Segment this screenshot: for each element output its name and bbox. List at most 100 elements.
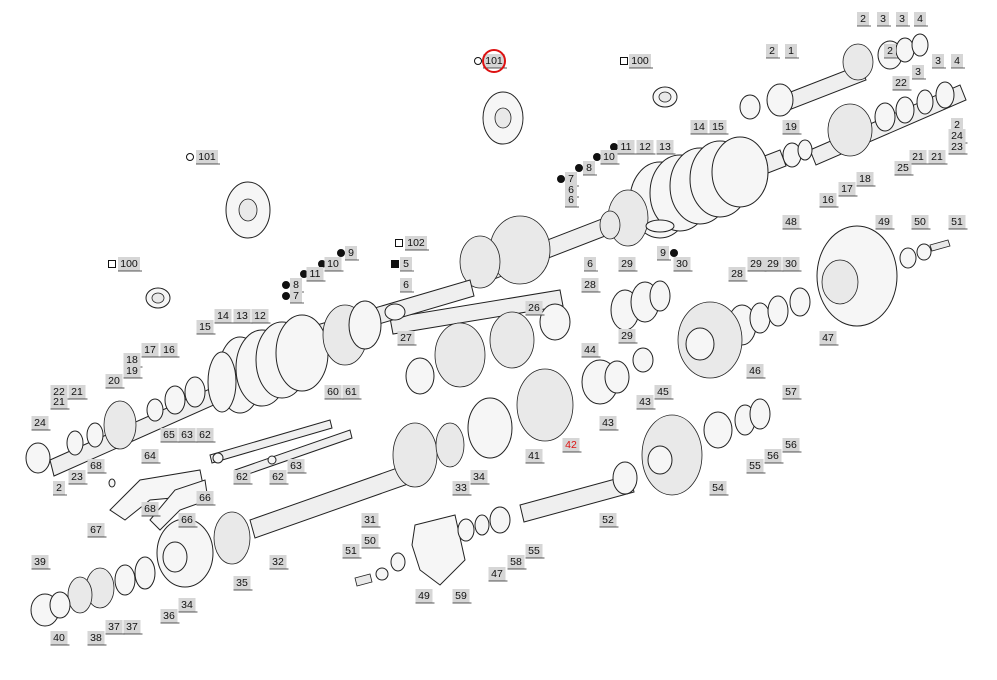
part-label-14: 14 bbox=[690, 120, 710, 135]
label-text: 46 bbox=[749, 365, 761, 377]
part-label-35: 35 bbox=[233, 576, 253, 591]
part-label-4: 4 bbox=[914, 12, 928, 27]
label-box bbox=[118, 257, 140, 271]
label-text: 40 bbox=[53, 632, 65, 644]
label-box bbox=[856, 172, 874, 186]
part-label-100: 100 bbox=[118, 257, 142, 272]
label-text: 66 bbox=[181, 514, 193, 526]
part-label-65: 65 bbox=[160, 428, 180, 443]
label-box bbox=[123, 353, 141, 367]
part-label-2: 2 bbox=[53, 481, 67, 496]
label-text: 9 bbox=[348, 247, 354, 259]
label-box bbox=[709, 481, 727, 495]
center-cluster bbox=[389, 289, 630, 459]
label-text: 34 bbox=[473, 471, 485, 483]
part-label-13: 13 bbox=[233, 309, 253, 324]
label-box bbox=[123, 620, 141, 634]
label-box bbox=[196, 320, 214, 334]
part-label-21: 21 bbox=[68, 385, 88, 400]
label-box bbox=[196, 428, 214, 442]
label-text: 7 bbox=[568, 173, 574, 185]
label-text: 45 bbox=[657, 386, 669, 398]
label-box bbox=[911, 215, 929, 229]
label-text: 3 bbox=[915, 66, 921, 78]
circle-filled-marker bbox=[610, 143, 618, 151]
label-text: 52 bbox=[602, 514, 614, 526]
label-box bbox=[909, 150, 927, 164]
label-text: 55 bbox=[528, 545, 540, 557]
main-shaft-31 bbox=[156, 422, 465, 588]
middle-right-gears bbox=[610, 280, 811, 379]
part-label-37: 37 bbox=[105, 620, 125, 635]
label-text: 49 bbox=[418, 590, 430, 602]
part-label-9: 9 bbox=[657, 246, 671, 261]
part-label-34: 34 bbox=[470, 470, 490, 485]
label-text: 68 bbox=[144, 503, 156, 515]
label-box bbox=[599, 416, 617, 430]
label-text: 27 bbox=[400, 332, 412, 344]
part-label-30: 30 bbox=[782, 257, 802, 272]
label-text: 24 bbox=[951, 130, 963, 142]
label-box bbox=[31, 555, 49, 569]
part-label-30: 30 bbox=[673, 257, 693, 272]
label-text: 54 bbox=[712, 482, 724, 494]
label-box bbox=[87, 631, 105, 645]
label-box bbox=[68, 385, 86, 399]
part-label-56: 56 bbox=[782, 438, 802, 453]
label-text: 38 bbox=[90, 632, 102, 644]
label-box bbox=[87, 459, 105, 473]
part-label-17: 17 bbox=[838, 182, 858, 197]
label-text: 44 bbox=[584, 344, 596, 356]
label-text: 2 bbox=[56, 482, 62, 494]
label-text: 8 bbox=[586, 162, 592, 174]
label-box bbox=[361, 513, 379, 527]
label-text: 55 bbox=[749, 460, 761, 472]
label-box bbox=[141, 502, 159, 516]
part-label-37: 37 bbox=[123, 620, 143, 635]
circle-filled-marker bbox=[557, 175, 565, 183]
label-box bbox=[196, 150, 218, 164]
label-text: 2 bbox=[769, 45, 775, 57]
label-text: 50 bbox=[914, 216, 926, 228]
highlight-circle bbox=[482, 49, 506, 73]
label-text: 49 bbox=[878, 216, 890, 228]
label-text: 51 bbox=[345, 545, 357, 557]
part-label-57: 57 bbox=[782, 385, 802, 400]
label-text: 47 bbox=[822, 332, 834, 344]
label-text: 14 bbox=[693, 121, 705, 133]
part-label-10: 10 bbox=[600, 150, 620, 165]
label-text: 15 bbox=[712, 121, 724, 133]
label-box bbox=[884, 44, 896, 58]
label-text: 9 bbox=[660, 247, 666, 259]
part-label-66: 66 bbox=[196, 491, 216, 506]
part-label-45: 45 bbox=[654, 385, 674, 400]
part-label-52: 52 bbox=[599, 513, 619, 528]
part-label-2: 2 bbox=[857, 12, 871, 27]
label-text: 62 bbox=[236, 471, 248, 483]
part-label-15: 15 bbox=[196, 320, 216, 335]
part-label-11: 11 bbox=[306, 267, 326, 282]
part-label-15: 15 bbox=[709, 120, 729, 135]
label-box bbox=[709, 120, 727, 134]
label-box bbox=[400, 257, 412, 271]
label-box bbox=[875, 215, 893, 229]
circle-filled-marker bbox=[337, 249, 345, 257]
part-label-50: 50 bbox=[911, 215, 931, 230]
label-text: 11 bbox=[310, 268, 321, 280]
label-text: 50 bbox=[364, 535, 376, 547]
square-open-marker bbox=[620, 57, 628, 65]
circle-filled-marker bbox=[282, 281, 290, 289]
label-text: 6 bbox=[587, 258, 593, 270]
part-label-12: 12 bbox=[251, 309, 271, 324]
label-text: 6 bbox=[568, 194, 574, 206]
part-label-6: 6 bbox=[400, 278, 414, 293]
part-label-29: 29 bbox=[747, 257, 767, 272]
part-label-1: 1 bbox=[785, 44, 799, 59]
part-label-51: 51 bbox=[948, 215, 968, 230]
label-text: 3 bbox=[899, 13, 905, 25]
circle-filled-marker bbox=[300, 270, 308, 278]
label-box bbox=[415, 589, 433, 603]
label-text: 22 bbox=[53, 386, 65, 398]
